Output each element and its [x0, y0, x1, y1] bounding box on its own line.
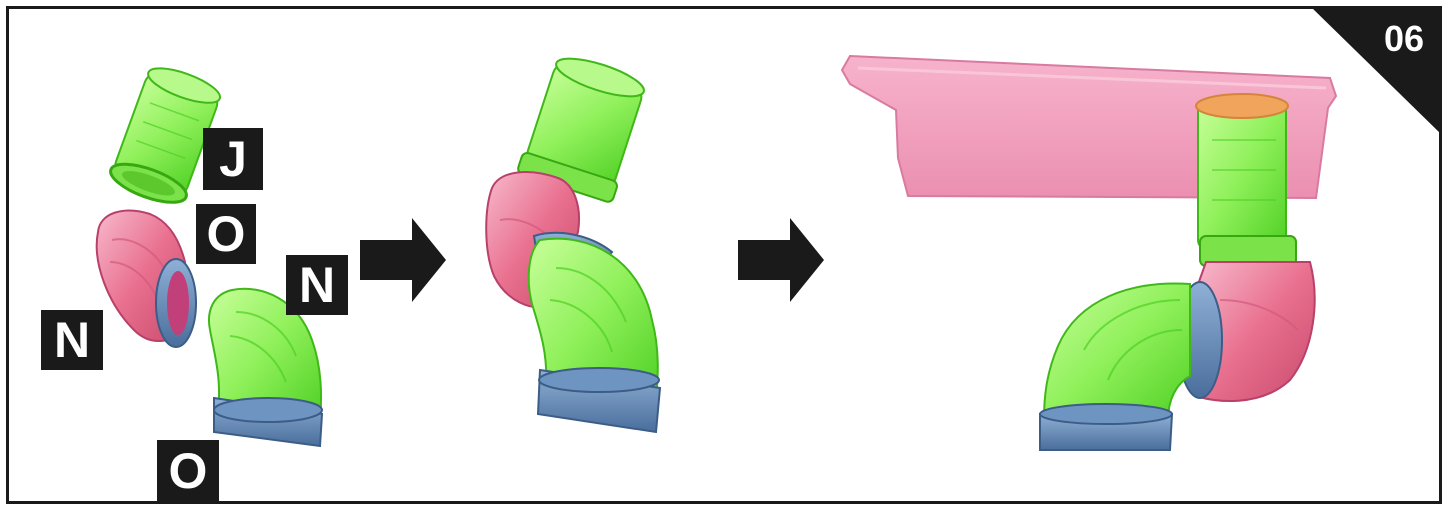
part-label-o-bottom: O [157, 440, 219, 502]
arrow-right-icon [738, 218, 824, 302]
step-number: 06 [1384, 18, 1424, 60]
part-label-j: J [203, 128, 263, 190]
part-label-o-top: O [196, 204, 256, 264]
arrow-right-icon [360, 218, 446, 302]
assembled-tube-stage-2 [486, 50, 660, 432]
part-label-n-left: N [41, 310, 103, 370]
part-n-elbow-pink [97, 211, 196, 347]
part-label-n-right: N [286, 255, 348, 315]
